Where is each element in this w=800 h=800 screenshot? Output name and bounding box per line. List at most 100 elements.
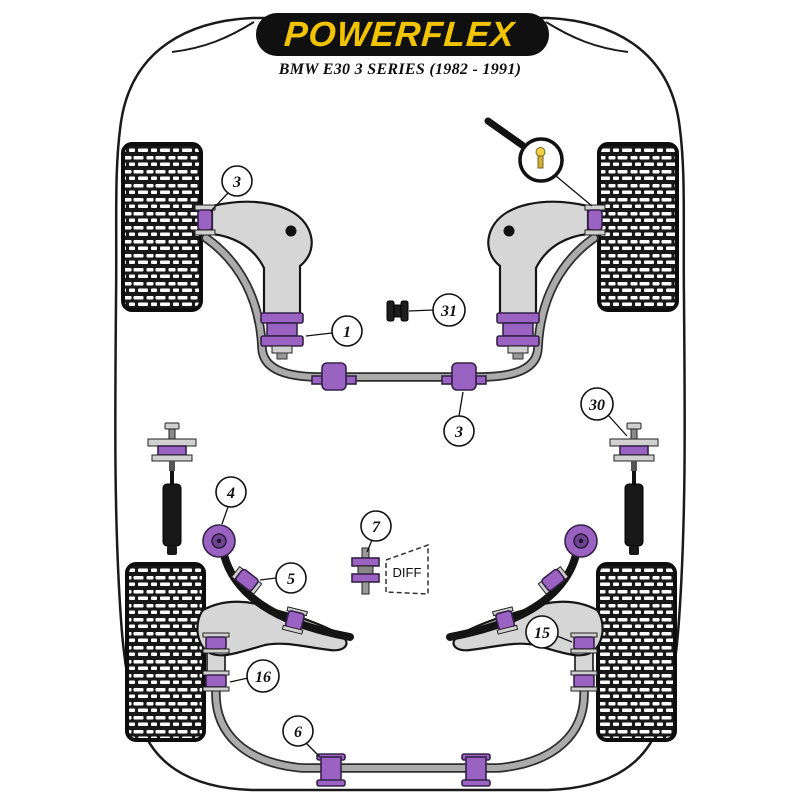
callout-leader — [305, 332, 333, 337]
callout-rear-arm-outer-bush: 5 — [259, 562, 307, 594]
shock-body — [162, 483, 182, 547]
clamp-tab — [441, 375, 453, 385]
washer — [584, 229, 606, 236]
front-lower-mount-left — [260, 312, 304, 360]
rear-beam-front-bush-left — [202, 524, 236, 558]
callout-rear-beam-bush: 4 — [215, 476, 247, 525]
ball-joint-left — [285, 225, 297, 237]
callout-rear-arm-inner-bush-right: 15 — [525, 615, 573, 649]
bush-body — [502, 322, 534, 337]
callout-rear-top-mount: 30 — [580, 387, 628, 437]
bush-body — [266, 322, 298, 337]
rear-arm-blade-right — [446, 551, 580, 641]
bush — [541, 568, 565, 592]
callout-front-wishbone-rear-bush: 3 — [210, 165, 253, 212]
spool-cap — [386, 300, 395, 322]
washer — [194, 229, 216, 236]
rear-arm-blade-left — [220, 551, 354, 641]
rear-arm-outer-bush-left — [230, 565, 263, 595]
disc — [351, 573, 380, 583]
bush — [465, 756, 487, 783]
nut — [626, 422, 642, 430]
hood-cut-line-right — [545, 21, 629, 53]
bolt-shaft-icon — [537, 155, 544, 169]
washer — [281, 624, 304, 635]
callout-number: 31 — [440, 303, 457, 320]
callout-number: 30 — [588, 397, 605, 414]
flange — [260, 335, 304, 347]
differential: DIFF — [385, 543, 429, 595]
callout-number: 1 — [343, 324, 351, 341]
hood-cut-line-left — [171, 21, 255, 53]
thread — [276, 352, 288, 360]
callout-number: 5 — [287, 571, 295, 588]
callout-number: 3 — [454, 424, 463, 441]
rear-shock-top-mount-right — [609, 422, 659, 555]
callout-circle — [443, 415, 475, 447]
callout-circle — [215, 476, 247, 508]
stud — [630, 428, 638, 441]
washer — [496, 624, 519, 635]
callout-circle — [331, 315, 363, 347]
callout-number: 7 — [372, 519, 381, 536]
rear-arm-outer-bush-right — [537, 565, 570, 595]
washer — [202, 648, 230, 654]
thread — [512, 352, 524, 360]
callout-circle — [525, 615, 559, 649]
clamp-tab — [345, 375, 357, 385]
tire-front-left — [121, 142, 203, 312]
callout-leader — [210, 192, 229, 212]
flange — [260, 312, 304, 324]
callout-leader — [229, 677, 249, 683]
brand-banner — [256, 13, 549, 56]
callout-leader — [305, 742, 321, 758]
callout-circle — [282, 715, 314, 747]
stud — [168, 428, 176, 441]
bush — [235, 568, 259, 592]
front-suspension — [194, 200, 606, 391]
washer — [151, 454, 193, 462]
front-arb-bush-left — [311, 362, 357, 391]
tires — [121, 142, 679, 742]
disc — [351, 557, 380, 567]
callout-number: 3 — [232, 174, 241, 191]
front-wishbone-rear-bush-left — [194, 204, 216, 236]
rear-shock-top-mount-left — [147, 422, 197, 555]
bush — [321, 362, 347, 391]
shaft — [361, 581, 370, 595]
shaft — [169, 461, 175, 471]
rear-arm-pivot-bush-left — [281, 606, 308, 635]
callout-number: 4 — [226, 485, 235, 502]
washer — [202, 686, 230, 692]
shock-rod — [632, 471, 636, 484]
bush — [320, 756, 342, 783]
shock-body — [624, 483, 644, 547]
callout-circle — [221, 165, 253, 197]
callout-steering-coupling: 31 — [408, 293, 466, 327]
callout-leader — [458, 391, 464, 417]
nut — [507, 345, 529, 354]
nut — [164, 422, 180, 430]
plate — [147, 438, 197, 447]
callout-diff-mount: 7 — [360, 510, 392, 553]
header: POWERFLEX BMW E30 3 SERIES (1982 - 1991) — [256, 13, 549, 78]
flange — [461, 779, 491, 787]
bush — [587, 209, 603, 231]
front-wishbone-rear-bush-right — [584, 204, 606, 236]
plate — [609, 438, 659, 447]
callout-rear-arm-inner-bush-left: 16 — [229, 659, 280, 693]
shock-tip — [167, 546, 177, 555]
bush — [205, 674, 227, 688]
shaft — [631, 461, 637, 471]
rear-arm-pivot-bush-right — [492, 606, 519, 635]
bush — [573, 674, 595, 688]
shock-tip — [629, 546, 639, 555]
diff-mount-bush — [351, 547, 380, 595]
rear-arb-bush-right — [461, 753, 491, 787]
bush — [205, 636, 227, 650]
callouts: 3 1 31 3 30 4 7 — [210, 165, 628, 758]
flange — [316, 779, 346, 787]
callout-circle — [246, 659, 280, 693]
callout-number: 15 — [534, 625, 550, 642]
